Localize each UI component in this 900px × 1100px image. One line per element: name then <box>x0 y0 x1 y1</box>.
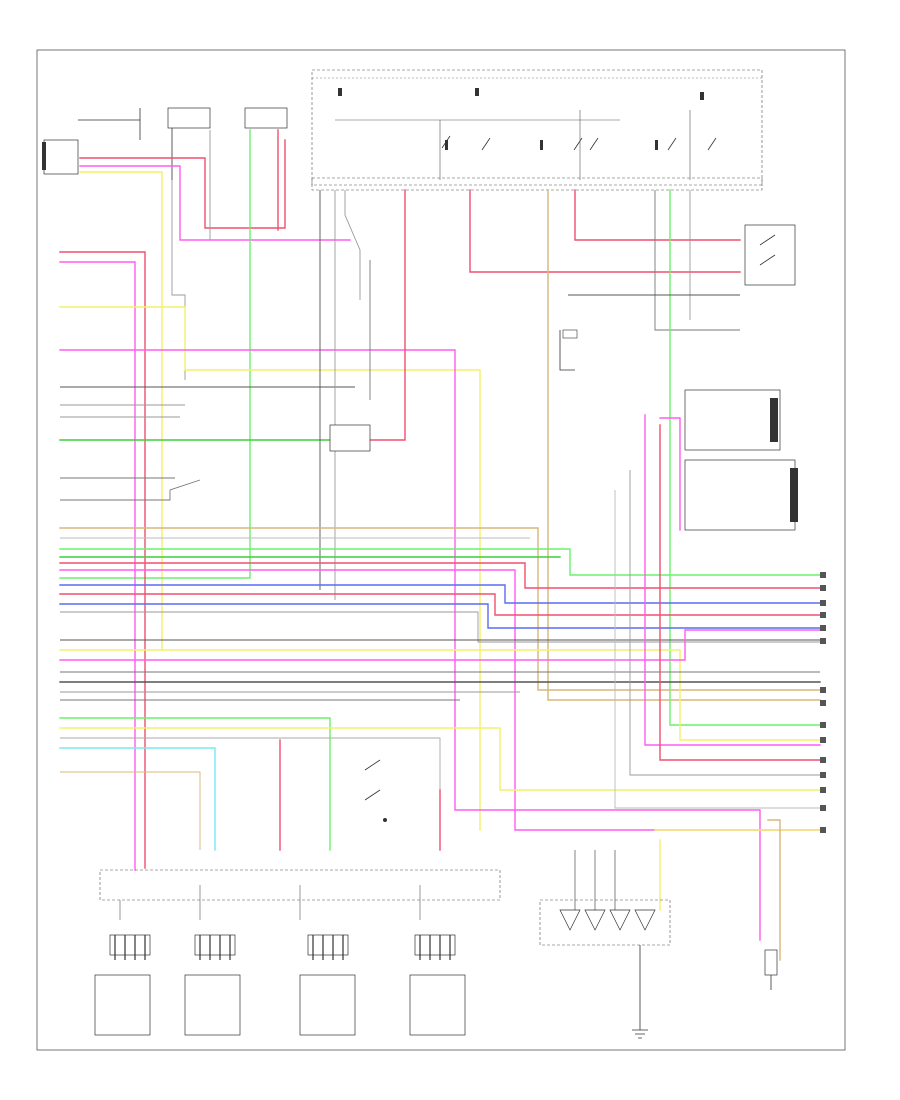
injector-1 <box>94 934 151 1036</box>
splice-pack <box>311 177 763 191</box>
injector-2 <box>184 934 241 1036</box>
relay-right <box>744 224 796 286</box>
sensor-bottom-right <box>764 949 778 990</box>
ground-bottom <box>632 945 648 1039</box>
right-connector <box>820 572 826 833</box>
injector-3 <box>299 934 356 1036</box>
module-right-1 <box>684 389 781 451</box>
ecm-module <box>329 424 371 452</box>
wire-harness <box>59 129 821 961</box>
module-right-2 <box>684 459 798 531</box>
injector-4 <box>409 934 466 1036</box>
fuse-block <box>311 69 763 186</box>
switch-center <box>364 759 387 822</box>
sensor-top-2 <box>244 107 288 129</box>
sensor-top-left <box>42 108 141 175</box>
sensor-top-1 <box>167 107 211 180</box>
sensor-mid-right <box>559 329 578 371</box>
coil-pack <box>539 899 671 946</box>
diagram-frame <box>36 49 846 1051</box>
